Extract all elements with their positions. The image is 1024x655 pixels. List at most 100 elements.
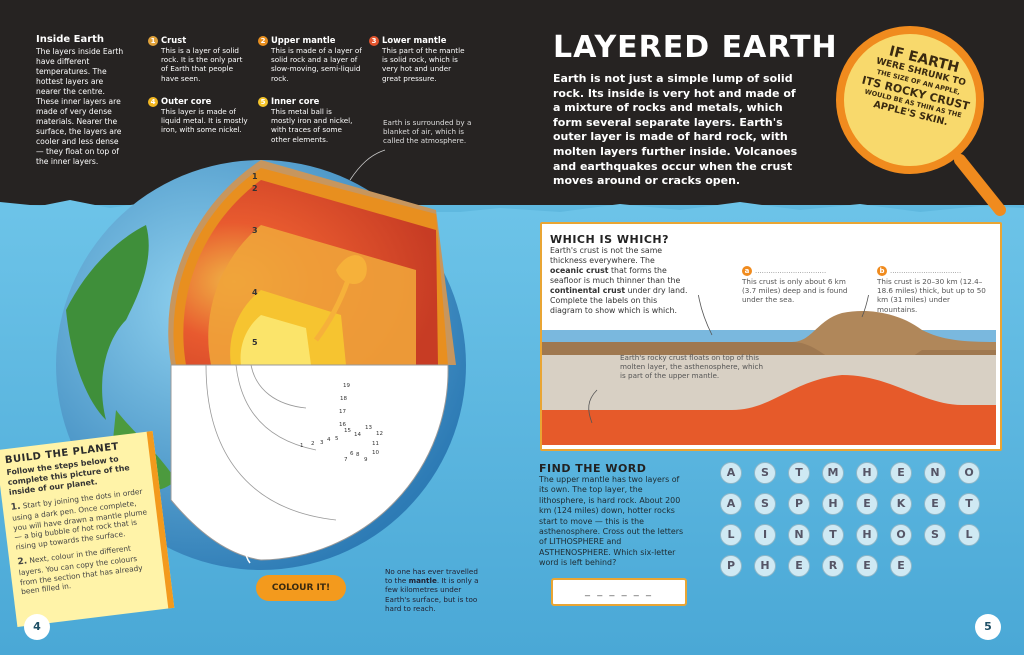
layer-outer-core-title: Outer core: [161, 96, 212, 106]
globe-num-2: 2: [252, 184, 258, 193]
globe-num-4: 4: [252, 288, 258, 297]
label-a-block: a................................ This c…: [742, 258, 857, 305]
mantle-note-pre: No one has ever travelled to the: [385, 567, 478, 586]
which-t3: under dry land. Complete the labels on t…: [550, 286, 688, 315]
globe-num-1: 1: [252, 172, 258, 181]
badge-2: 2: [258, 36, 268, 46]
dot-19: 19: [343, 383, 350, 389]
mantle-note-post: . It is only a few kilometres under Eart…: [385, 576, 479, 613]
which-t2: that forms the seafloor is much thinner …: [550, 266, 681, 285]
letter-row-4: P H E R E E: [720, 555, 980, 577]
letter[interactable]: T: [788, 462, 810, 484]
layer-upper-mantle-text: This is made of a layer of solid rock an…: [271, 46, 362, 83]
dot-11: 11: [372, 441, 379, 447]
page-number-right: 5: [975, 614, 1001, 640]
letter[interactable]: E: [788, 555, 810, 577]
letter-row-2: A S P H E K E T: [720, 493, 980, 515]
layer-inner-core-text: This metal ball is mostly iron and nicke…: [271, 107, 353, 144]
answer-box[interactable]: _ _ _ _ _ _: [551, 578, 687, 606]
letter[interactable]: L: [958, 524, 980, 546]
mantle-note-bold: mantle: [408, 576, 437, 586]
layer-outer-core-text: This layer is made of liquid metal. It i…: [161, 107, 248, 135]
dot-15: 15: [344, 428, 351, 434]
letter[interactable]: T: [822, 524, 844, 546]
letter-row-1: A S T M H E N O: [720, 462, 980, 484]
letter[interactable]: P: [720, 555, 742, 577]
label-a-text: This crust is only about 6 km (3.7 miles…: [742, 277, 848, 305]
magnifier-graphic: [836, 26, 1006, 216]
letter[interactable]: R: [822, 555, 844, 577]
label-a-badge: a: [742, 266, 752, 276]
dot-12: 12: [376, 431, 383, 437]
dot-1: 1: [300, 443, 304, 449]
badge-4: 4: [148, 97, 158, 107]
letter[interactable]: N: [924, 462, 946, 484]
globe-num-3: 3: [252, 226, 258, 235]
step2-text: Next, colour in the different layers. Yo…: [18, 543, 144, 597]
dot-2: 2: [311, 441, 315, 447]
letter[interactable]: L: [720, 524, 742, 546]
label-b-text: This crust is 20–30 km (12.4–18.6 miles)…: [877, 277, 986, 314]
main-title: LAYERED EARTH: [553, 30, 838, 65]
dot-9: 9: [364, 457, 368, 463]
which-b2: continental crust: [550, 286, 626, 295]
badge-5: 5: [258, 97, 268, 107]
letter[interactable]: N: [788, 524, 810, 546]
step1-text: Start by joining the dots in order using…: [11, 487, 148, 552]
letter[interactable]: A: [720, 493, 742, 515]
colour-it-badge: COLOUR IT!: [256, 575, 346, 601]
find-text: The upper mantle has two layers of its o…: [539, 475, 684, 568]
dot-3: 3: [320, 440, 324, 446]
letter[interactable]: E: [890, 555, 912, 577]
label-b-block: b................................ This c…: [877, 258, 992, 314]
mantle-note: No one has ever travelled to the mantle.…: [385, 567, 485, 613]
inside-earth-text: The layers inside Earth have different t…: [36, 47, 124, 166]
letter[interactable]: E: [856, 555, 878, 577]
which-t1: Earth's crust is not the same thickness …: [550, 246, 663, 265]
letter[interactable]: S: [754, 493, 776, 515]
float-text: Earth's rocky crust floats on top of thi…: [620, 353, 764, 381]
letter[interactable]: P: [788, 493, 810, 515]
letter[interactable]: M: [822, 462, 844, 484]
letter[interactable]: E: [924, 493, 946, 515]
dot-18: 18: [340, 396, 347, 402]
crust-diagram: [542, 295, 996, 445]
letter[interactable]: A: [720, 462, 742, 484]
which-b1: oceanic crust: [550, 266, 609, 275]
colour-arrow: [244, 536, 255, 564]
step2-num: 2.: [17, 556, 28, 568]
dot-4: 4: [327, 437, 331, 443]
letter[interactable]: I: [754, 524, 776, 546]
layer-lower-mantle-text: This part of the mantle is solid rock, w…: [382, 46, 465, 83]
letter[interactable]: H: [754, 555, 776, 577]
letter[interactable]: E: [890, 462, 912, 484]
letter[interactable]: K: [890, 493, 912, 515]
step1-num: 1.: [10, 502, 22, 514]
label-b-badge: b: [877, 266, 887, 276]
letter[interactable]: T: [958, 493, 980, 515]
dot-6: 6: [350, 451, 354, 457]
letter[interactable]: S: [924, 524, 946, 546]
layer-inner-core-title: Inner core: [271, 96, 320, 106]
letter[interactable]: H: [856, 524, 878, 546]
dot-14: 14: [354, 432, 361, 438]
layer-upper-mantle-title: Upper mantle: [271, 35, 336, 45]
letter[interactable]: H: [822, 493, 844, 515]
atmosphere-note: Earth is surrounded by a blanket of air,…: [383, 118, 472, 146]
letter[interactable]: E: [856, 493, 878, 515]
badge-1: 1: [148, 36, 158, 46]
dot-8: 8: [356, 452, 360, 458]
letter[interactable]: O: [890, 524, 912, 546]
letter-row-3: L I N T H O S L: [720, 524, 980, 546]
find-word-block: FIND THE WORD The upper mantle has two l…: [539, 462, 689, 569]
badge-3: 3: [369, 36, 379, 46]
letter[interactable]: O: [958, 462, 980, 484]
layer-lower-mantle-title: Lower mantle: [382, 35, 447, 45]
letter[interactable]: S: [754, 462, 776, 484]
letter[interactable]: H: [856, 462, 878, 484]
